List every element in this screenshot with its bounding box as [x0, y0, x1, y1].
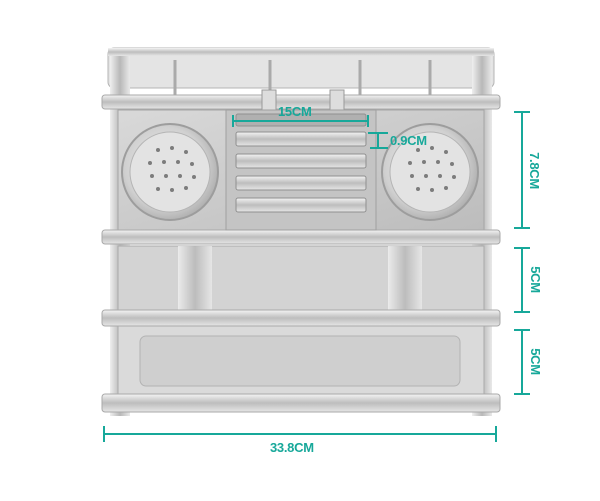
dim-label-height-5cm-middle: 5CM — [527, 266, 543, 293]
dim-label-height-5cm-lower: 5CM — [527, 348, 543, 375]
rack-bottom-tier — [101, 325, 501, 413]
dim-label-gap-0-9cm: 0.9CM — [390, 133, 427, 148]
left-soap-dish — [121, 123, 219, 221]
dim-label-height-7-8cm: 7.8CM — [526, 152, 542, 189]
dim-label-total-width-33-8cm: 33.8CM — [270, 440, 314, 455]
right-soap-dish — [381, 123, 479, 221]
dim-label-width-15cm: 15CM — [278, 104, 312, 119]
dimension-lines — [103, 111, 530, 442]
center-slot-grill — [225, 109, 377, 231]
